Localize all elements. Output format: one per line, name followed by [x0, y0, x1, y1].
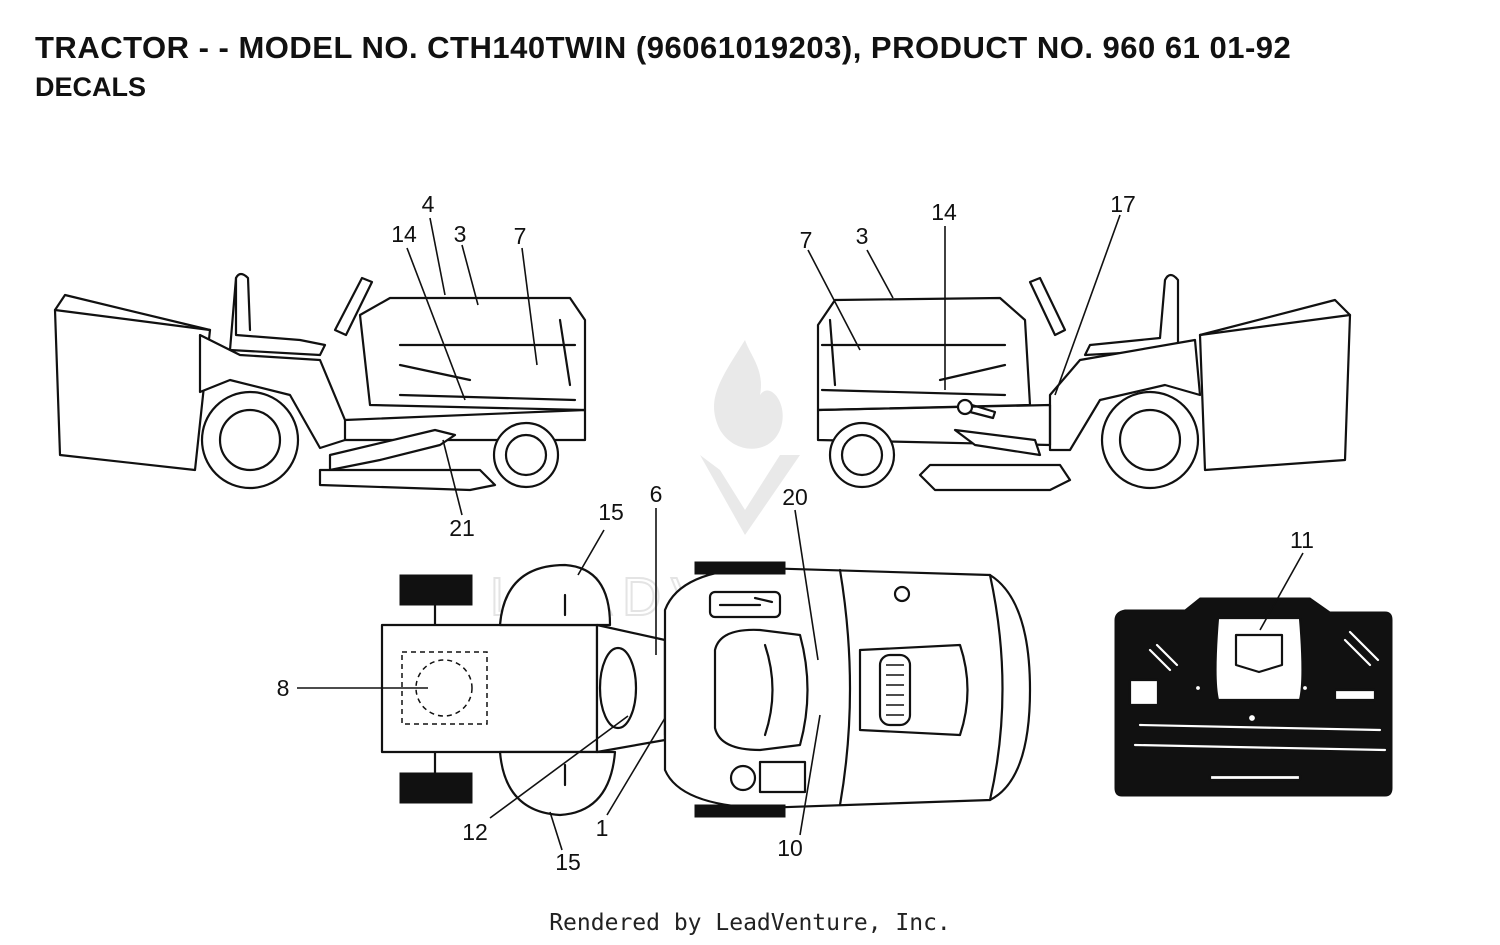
page-subtitle: DECALS	[35, 72, 147, 102]
callout-21: 21	[449, 515, 475, 541]
callout-17: 17	[1110, 191, 1136, 217]
callout-20: 20	[782, 484, 808, 510]
callout-6: 6	[650, 481, 663, 507]
dash-decal-view	[1114, 597, 1393, 797]
top-view	[380, 561, 1032, 818]
callout-15: 15	[598, 499, 624, 525]
callout-3: 3	[856, 223, 869, 249]
callout-12: 12	[462, 819, 488, 845]
callout-10: 10	[777, 835, 803, 861]
callout-15: 15	[555, 849, 581, 875]
callout-1: 1	[596, 815, 609, 841]
side-view-right	[816, 273, 1352, 492]
side-view-left	[53, 272, 587, 492]
callout-11: 11	[1290, 527, 1314, 553]
footer-credit: Rendered by LeadVenture, Inc.	[549, 910, 951, 936]
callout-8: 8	[277, 675, 290, 701]
callout-14: 14	[391, 221, 417, 247]
callout-4: 4	[422, 191, 435, 217]
callout-7: 7	[514, 223, 527, 249]
callout-7: 7	[800, 227, 813, 253]
callout-14: 14	[931, 199, 957, 225]
callout-3: 3	[454, 221, 467, 247]
leader-lines	[297, 214, 1304, 851]
page-title: TRACTOR - - MODEL NO. CTH140TWIN (960610…	[35, 30, 1292, 65]
